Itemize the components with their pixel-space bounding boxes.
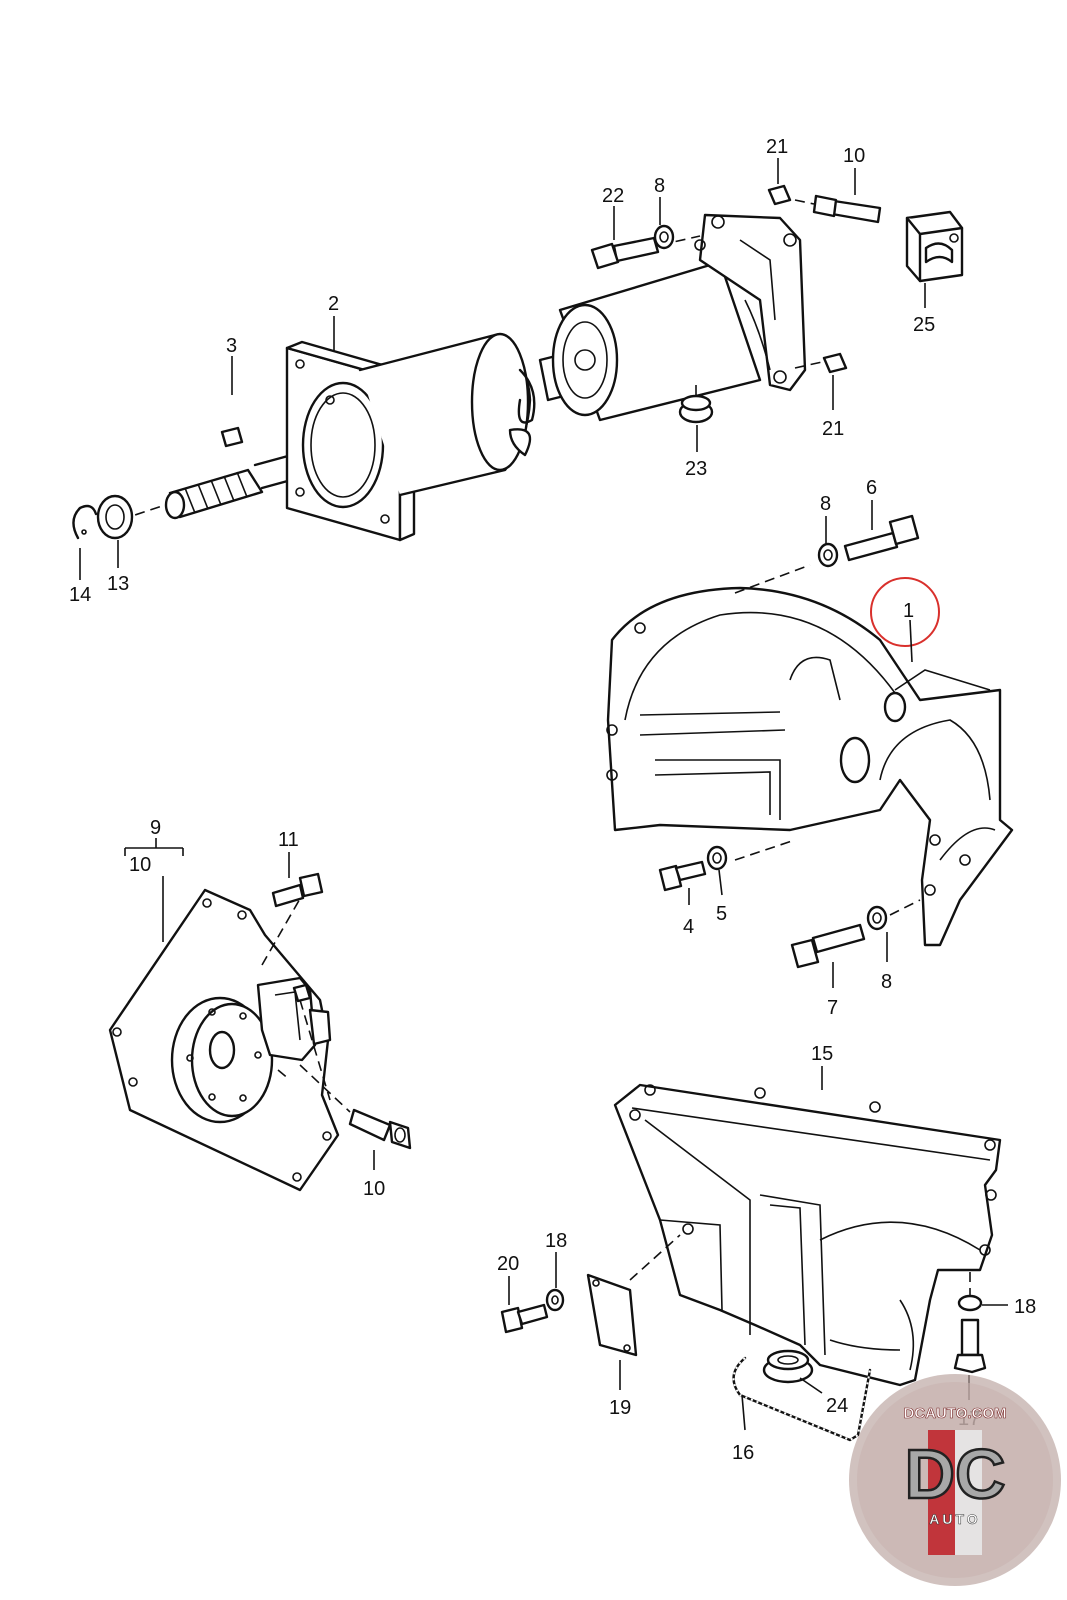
part-label-9: 9	[150, 817, 161, 839]
oil-pan-assembly	[500, 1083, 1002, 1442]
part-label-1: 1	[903, 600, 914, 622]
bolt-7-washer-8	[790, 905, 888, 969]
highlight-circle	[870, 577, 940, 647]
part-label-20: 20	[497, 1253, 519, 1275]
part-label-6: 6	[866, 477, 877, 499]
part-label-13: 13	[107, 573, 129, 595]
part-label-14: 14	[69, 584, 91, 606]
part-label-16: 16	[732, 1442, 754, 1464]
part-label-10-c: 10	[363, 1178, 385, 1200]
part-label-22: 22	[602, 185, 624, 207]
part-label-5: 5	[716, 903, 727, 925]
part-label-7: 7	[827, 997, 838, 1019]
part-labels: 1 2 3 4 5 6 7 8 8 8 9 10 10 10 11 13 14 …	[69, 136, 1036, 1464]
watermark-bottom-text: AUTO	[929, 1511, 980, 1527]
part-label-3: 3	[226, 335, 237, 357]
part-label-8-a: 8	[654, 175, 665, 197]
part-label-8-c: 8	[881, 971, 892, 993]
part-label-19: 19	[609, 1397, 631, 1419]
part-label-8-b: 8	[820, 493, 831, 515]
part-label-18-a: 18	[545, 1230, 567, 1252]
flex-plate-assembly	[108, 872, 412, 1192]
part-label-25: 25	[913, 314, 935, 336]
part-label-4: 4	[683, 916, 694, 938]
part-label-10-a: 10	[129, 854, 151, 876]
bell-housing	[606, 564, 1014, 947]
part-label-23: 23	[685, 458, 707, 480]
part-label-21-b: 21	[822, 418, 844, 440]
dcauto-watermark-logo: DCAUTO.COM DC AUTO	[849, 1374, 1061, 1586]
watermark-top-text: DCAUTO.COM	[903, 1405, 1006, 1422]
part-label-2: 2	[328, 293, 339, 315]
part-label-18-b: 18	[1014, 1296, 1036, 1318]
part-label-21-a: 21	[766, 136, 788, 158]
part-label-11: 11	[278, 829, 299, 851]
watermark-mark: DC	[904, 1435, 1005, 1513]
shaft-tube-assembly	[72, 184, 964, 542]
bolt-4-washer-5	[658, 845, 728, 892]
part-label-15: 15	[811, 1043, 833, 1065]
part-label-24: 24	[826, 1395, 848, 1417]
bolt-6-washer-8	[817, 514, 920, 568]
part-label-10-b: 10	[843, 145, 865, 167]
